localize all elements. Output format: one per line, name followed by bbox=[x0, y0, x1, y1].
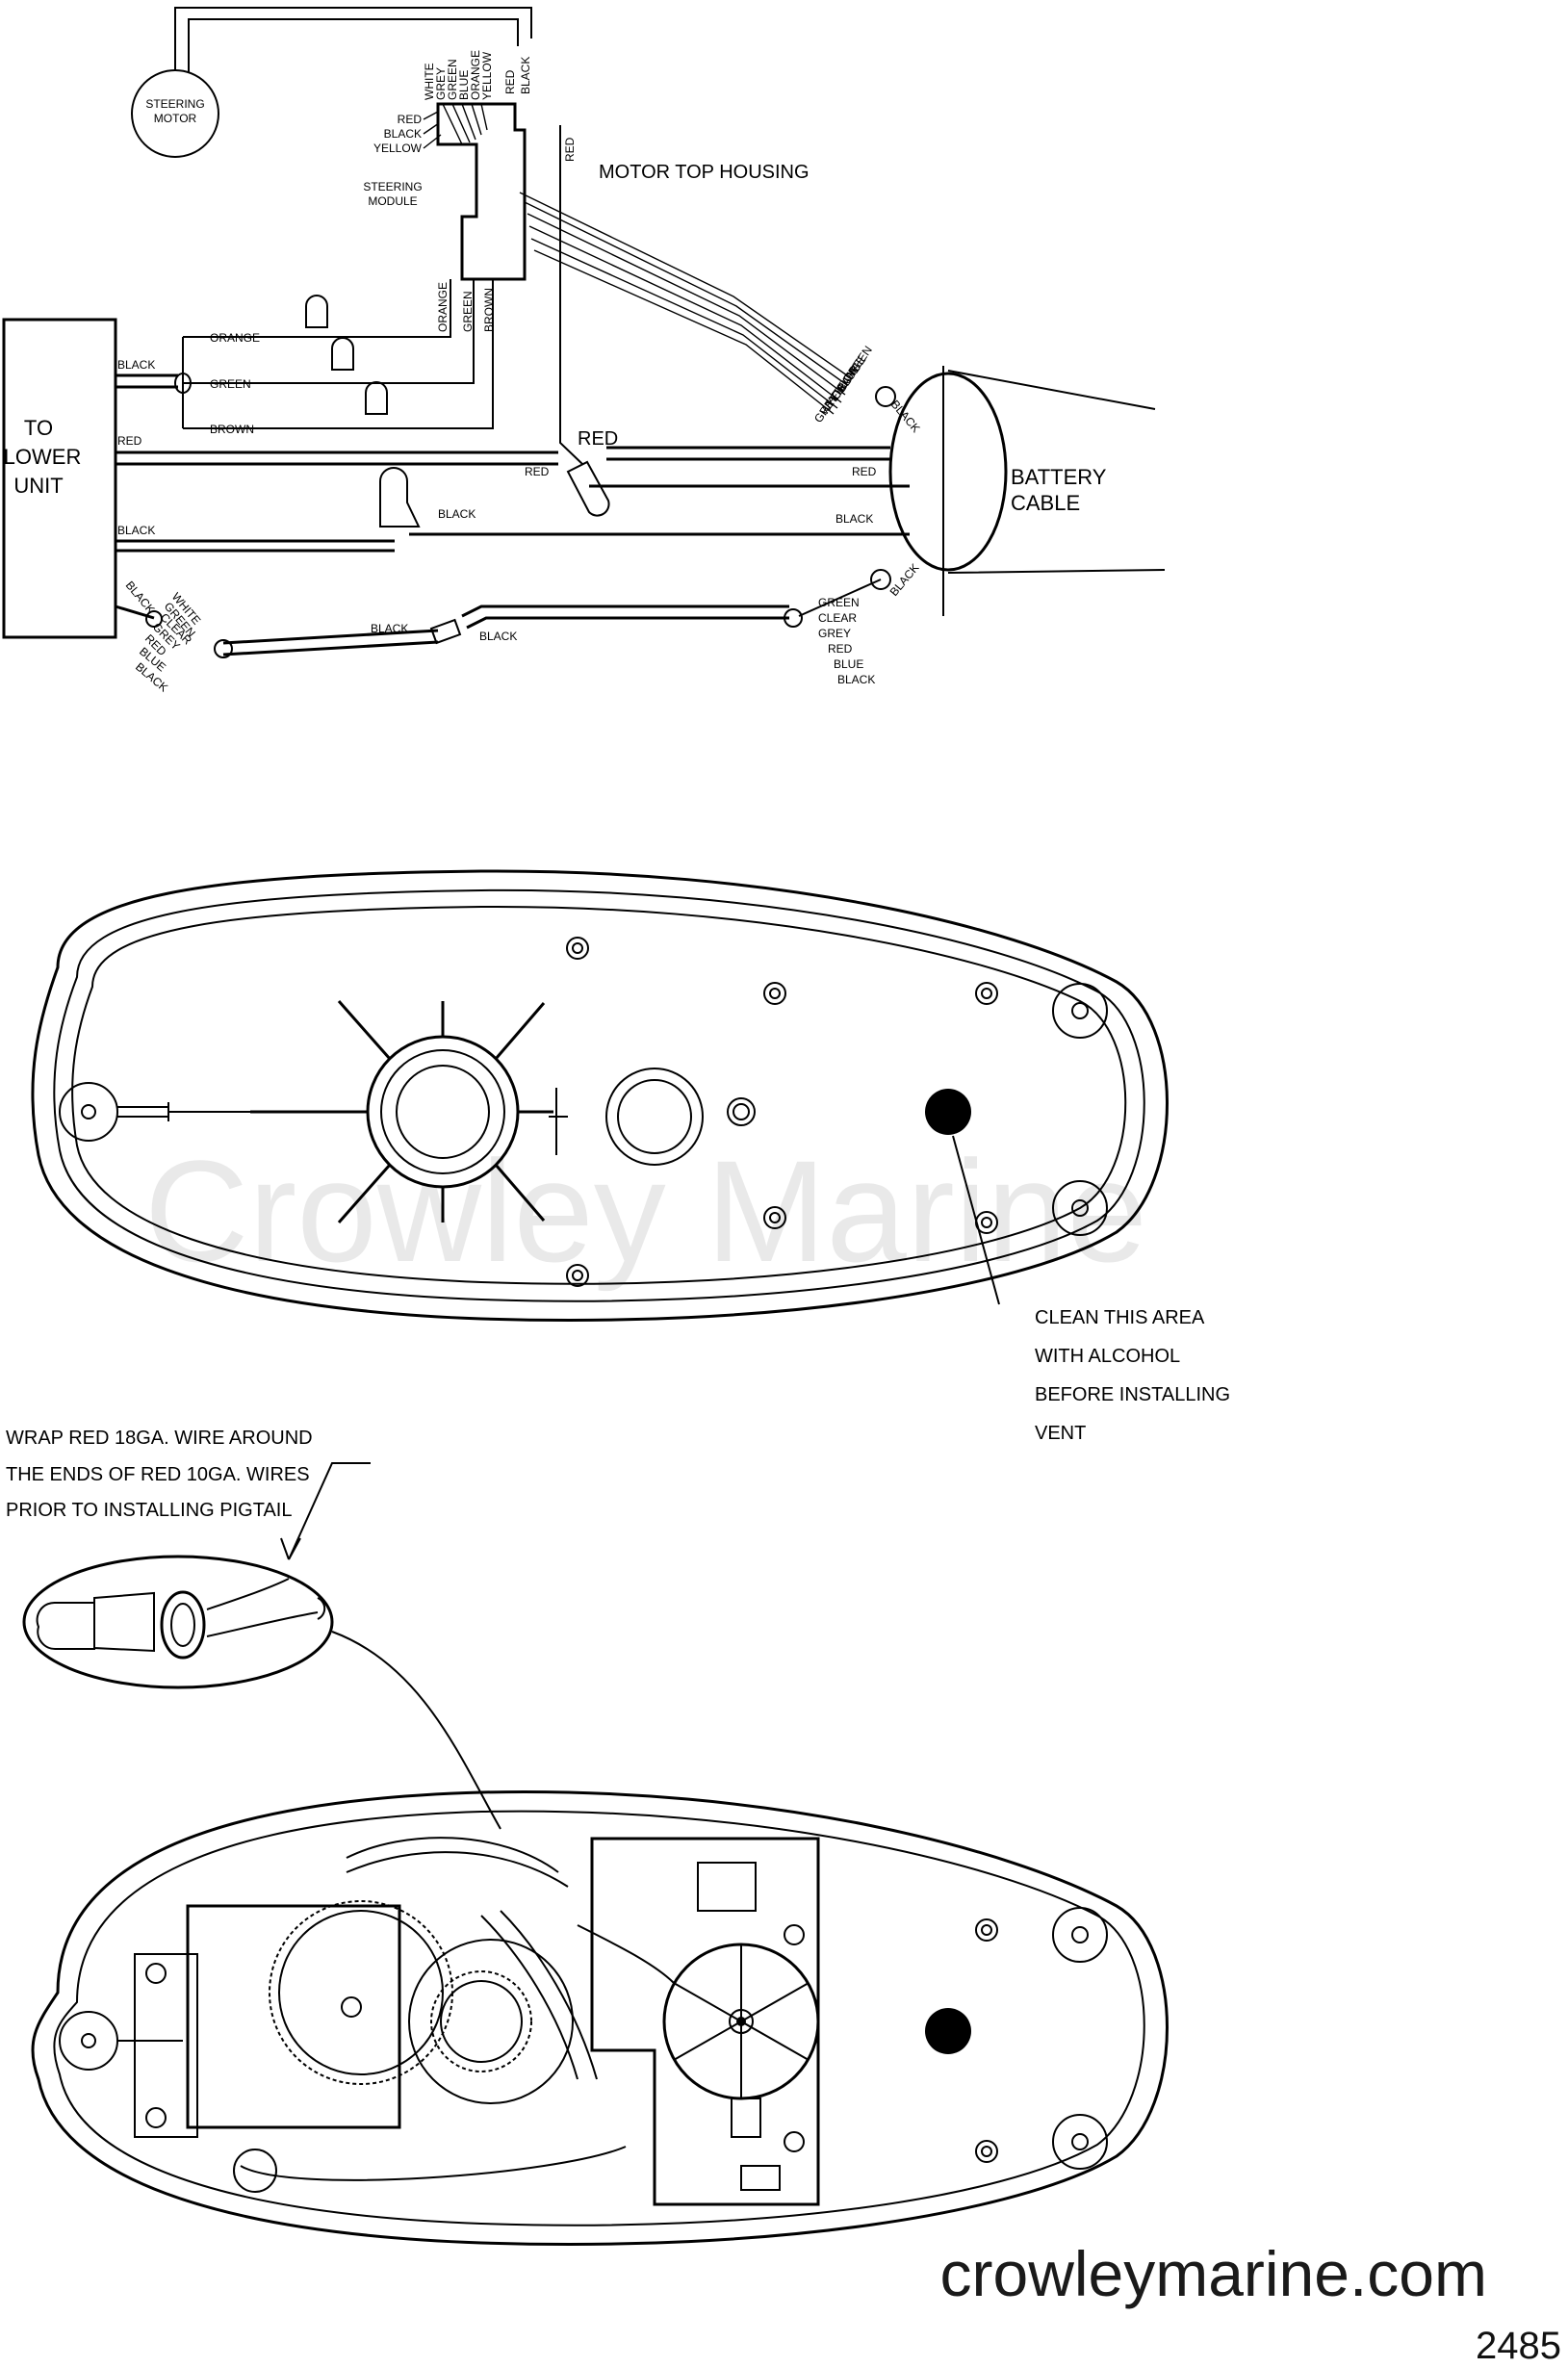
svg-text:THE ENDS OF RED 10GA. WIRES: THE ENDS OF RED 10GA. WIRES bbox=[6, 1464, 310, 1485]
watermark: Crowley Marine bbox=[144, 1130, 1147, 1292]
module-wire-green: GREEN bbox=[461, 291, 475, 332]
top-wire-labels: WHITE GREY GREEN BLUE ORANGE YELLOW RED … bbox=[423, 50, 532, 100]
housing-outer-outline-2 bbox=[31, 1790, 1169, 2247]
large-gear bbox=[269, 1900, 453, 2085]
red-junction-label: RED bbox=[578, 428, 618, 450]
svg-text:WRAP RED 18GA. WIRE AROUND: WRAP RED 18GA. WIRE AROUND bbox=[6, 1428, 313, 1449]
svg-text:BEFORE INSTALLING: BEFORE INSTALLING bbox=[1035, 1384, 1230, 1405]
module-wire-red: RED bbox=[398, 113, 423, 126]
plug-wire-green: GREEN bbox=[210, 377, 251, 391]
svg-text:RED: RED bbox=[828, 642, 853, 656]
wrap-red-note: WRAP RED 18GA. WIRE AROUND THE ENDS OF R… bbox=[6, 1428, 371, 1560]
wire-label-yellow: YELLOW bbox=[480, 51, 494, 100]
steering-motor-lead bbox=[174, 7, 532, 70]
vent-area-2 bbox=[925, 2008, 971, 2054]
housing-outer-outline bbox=[31, 869, 1169, 1323]
site-url: crowleymarine.com bbox=[940, 2238, 1487, 2309]
module-wire-black: BLACK bbox=[384, 127, 422, 141]
battery-cable-ellipse bbox=[888, 372, 1008, 572]
lower-right-colors: GREEN CLEAR GREY RED BLUE BLACK bbox=[818, 596, 875, 686]
vent-area bbox=[925, 1089, 971, 1135]
plug-wire-orange: ORANGE bbox=[210, 331, 260, 345]
page-number: 2485 bbox=[1476, 2325, 1561, 2367]
clean-area-leader bbox=[952, 1135, 1000, 1305]
module-wire-orange: ORANGE bbox=[436, 282, 450, 332]
center-column-ribs bbox=[332, 1000, 553, 1223]
lower-cable-black-1: BLACK bbox=[371, 622, 408, 635]
battery-red-label: RED bbox=[852, 465, 877, 478]
battery-cable-label-1: BATTERY bbox=[1011, 465, 1107, 489]
steering-module-label-2: MODULE bbox=[368, 194, 417, 208]
steering-module-label-1: STEERING bbox=[363, 180, 422, 193]
lower-unit-black-label: BLACK bbox=[117, 358, 155, 372]
svg-text:CLEAN THIS AREA: CLEAN THIS AREA bbox=[1035, 1307, 1205, 1328]
lower-unit-label-1: TO bbox=[24, 416, 53, 440]
inline-connector bbox=[429, 618, 462, 645]
svg-text:BLUE: BLUE bbox=[834, 657, 863, 671]
lower-unit-label-3: UNIT bbox=[13, 474, 63, 498]
wire-label-black: BLACK bbox=[519, 57, 532, 94]
black-junction-label: BLACK bbox=[438, 507, 476, 521]
red-vertical-wire bbox=[559, 125, 583, 465]
center-column-inner bbox=[396, 1065, 490, 1159]
svg-text:CLEAR: CLEAR bbox=[818, 611, 857, 625]
bullet-plugs bbox=[305, 295, 388, 415]
svg-text:WITH ALCOHOL: WITH ALCOHOL bbox=[1035, 1346, 1180, 1367]
gearbox bbox=[186, 1904, 401, 2129]
wiring-schematic: STEERING MOTOR WHITE GREY GREEN BLUE ORA… bbox=[2, 7, 1166, 695]
wire-label-orange: ORANGE bbox=[469, 50, 482, 100]
main-black-label: BLACK bbox=[117, 524, 155, 537]
pigtail-detail-ellipse bbox=[22, 1555, 334, 1689]
battery-black-label: BLACK bbox=[835, 512, 873, 526]
lower-unit-label-2: LOWER bbox=[4, 445, 82, 469]
wire-label-white: WHITE bbox=[423, 63, 436, 100]
wire-label-blue: BLUE bbox=[457, 70, 471, 100]
svg-text:GREEN: GREEN bbox=[818, 596, 860, 609]
clean-area-note: CLEAN THIS AREA WITH ALCOHOL BEFORE INST… bbox=[1035, 1307, 1230, 1444]
battery-cable-label-2: CABLE bbox=[1011, 491, 1080, 515]
wire-label-red: RED bbox=[503, 69, 517, 94]
wire-label-green: GREEN bbox=[446, 59, 459, 100]
svg-text:PRIOR TO INSTALLING PIGTAIL: PRIOR TO INSTALLING PIGTAIL bbox=[6, 1500, 292, 1521]
steering-motor-label-1: STEERING bbox=[145, 97, 204, 111]
plug-wire-brown: BROWN bbox=[210, 423, 254, 436]
main-red-label: RED bbox=[117, 434, 142, 448]
wire-label-grey: GREY bbox=[434, 67, 448, 100]
black-plug bbox=[379, 467, 421, 528]
steering-motor-label-2: MOTOR bbox=[154, 112, 197, 125]
circuit-board bbox=[590, 1837, 820, 2206]
svg-text:VENT: VENT bbox=[1035, 1423, 1086, 1444]
pigtail-detail bbox=[22, 1555, 501, 1830]
motor-top-housing-label: MOTOR TOP HOUSING bbox=[599, 162, 810, 183]
module-wire-yellow: YELLOW bbox=[373, 142, 423, 155]
lower-cable-black-2: BLACK bbox=[479, 630, 517, 643]
svg-text:BLACK: BLACK bbox=[837, 673, 875, 686]
steering-module-outline bbox=[436, 102, 527, 281]
red-plug-label: RED bbox=[525, 465, 550, 478]
battery-low-black: BLACK bbox=[887, 561, 922, 599]
housing-internals-view bbox=[31, 1790, 1169, 2247]
lower-unit-box bbox=[2, 318, 117, 639]
housing-top-view bbox=[31, 869, 1169, 1323]
battery-bundle-labels: GREEN BLUE ORANGE YELLOW WHITE GREY BLAC… bbox=[811, 344, 923, 435]
svg-text:GREY: GREY bbox=[818, 627, 851, 640]
red-vertical-label: RED bbox=[563, 137, 577, 162]
